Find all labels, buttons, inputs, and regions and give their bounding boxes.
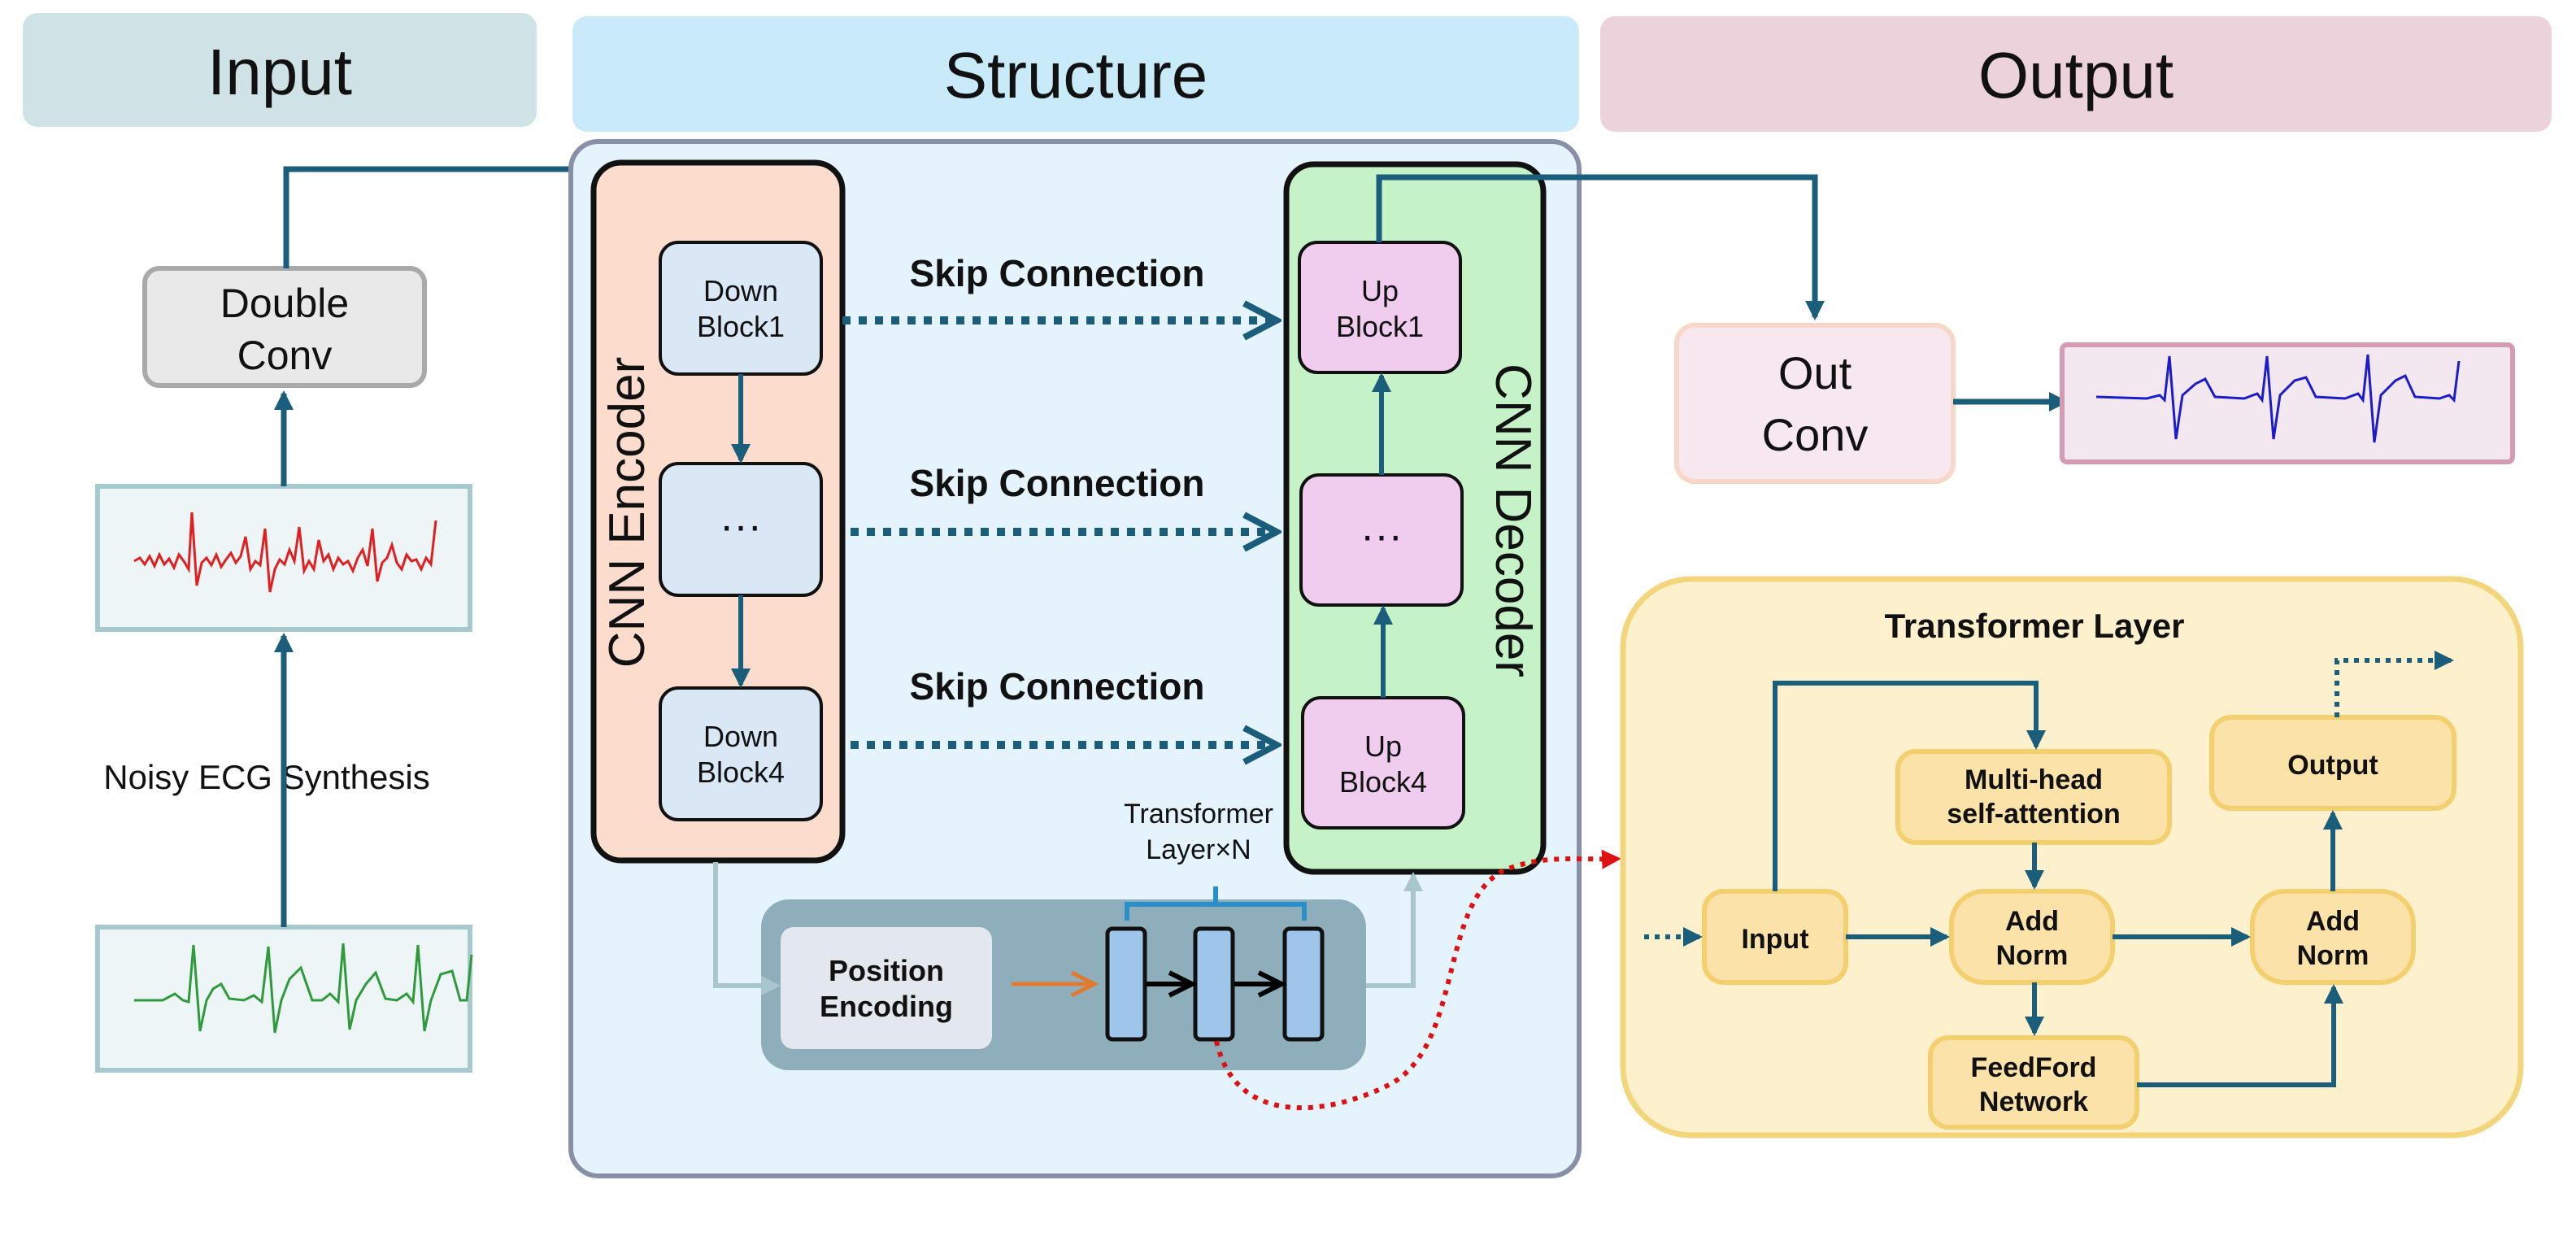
- out-conv-label-line2: Conv: [1762, 409, 1869, 460]
- down-block4: Down Block4: [659, 686, 823, 821]
- arrow-bottleneck-to-decoder: [1366, 872, 1423, 988]
- tl-feedforward-node: FeedFord Network: [1928, 1035, 2139, 1130]
- transformer-layer-2: [1193, 926, 1235, 1042]
- up-block4: Up Block4: [1301, 696, 1465, 830]
- skip-connection-2-label: Skip Connection: [910, 462, 1205, 504]
- down-block4-label-line2: Block4: [697, 755, 785, 789]
- tl-attention-label-line1: Multi-head: [1965, 764, 2103, 795]
- down-block1-label-line1: Down: [703, 274, 778, 307]
- header-input: Input: [23, 13, 537, 127]
- tl-add-norm-2-node: Add Norm: [2250, 889, 2416, 985]
- header-structure: Structure: [572, 16, 1579, 132]
- tl-add-norm-1-node: Add Norm: [1949, 889, 2115, 985]
- down-block4-label-line1: Down: [703, 720, 778, 753]
- skip-connection-1: Skip Connection: [842, 252, 1277, 320]
- output-ecg-signal: [2095, 354, 2461, 443]
- down-block1-label-line2: Block1: [697, 310, 785, 343]
- double-conv-box: Double Conv: [142, 266, 427, 388]
- cnn-encoder-label: CNN Encoder: [599, 357, 655, 668]
- tl-add-norm-1-label-line2: Norm: [1996, 940, 2069, 971]
- skip-connection-2: Skip Connection: [851, 462, 1277, 532]
- up-block1-label-line2: Block1: [1336, 310, 1424, 343]
- cnn-decoder-label: CNN Decoder: [1485, 364, 1541, 677]
- noisy-ecg-signal: [133, 512, 437, 593]
- tl-add-norm-2-label-line2: Norm: [2297, 940, 2369, 971]
- clean-ecg-signal: [134, 943, 473, 1034]
- transformer-layer-n-label-line2: Layer×N: [1146, 834, 1251, 865]
- position-encoding-label-line2: Encoding: [820, 990, 953, 1023]
- clean-ecg-panel: [95, 925, 473, 1073]
- tl-attention-label-line2: self-attention: [1947, 799, 2120, 830]
- skip-connection-3-label: Skip Connection: [910, 665, 1205, 708]
- transformer-layer-3: [1282, 926, 1325, 1042]
- cnn-encoder: CNN Encoder Down Block1 ··· Down Block4: [590, 159, 846, 864]
- tl-arrow-output-out: [2334, 651, 2454, 717]
- noisy-ecg-panel: [95, 484, 472, 632]
- tl-output-label: Output: [2287, 750, 2378, 781]
- double-conv-label-line1: Double: [220, 281, 349, 326]
- tl-attention-node: Multi-head self-attention: [1895, 749, 2172, 845]
- header-output: Output: [1600, 16, 2552, 132]
- tl-arrow-input-to-attention: [1773, 681, 2046, 891]
- transformer-layer-panel: Transformer Layer Input Multi-head self-…: [1620, 576, 2524, 1139]
- noisy-ecg-synthesis-label: Noisy ECG Synthesis: [103, 758, 429, 796]
- double-conv-label-line2: Conv: [237, 333, 333, 378]
- skip-connection-1-label: Skip Connection: [910, 252, 1205, 294]
- up-block1-label-line1: Up: [1361, 274, 1399, 307]
- down-block1: Down Block1: [659, 241, 823, 376]
- transformer-bracket: [1125, 886, 1307, 921]
- transformer-layer-1: [1105, 926, 1147, 1042]
- arrow-decoder-to-outconv: [1376, 174, 1825, 320]
- transformer-layer-n-label-line1: Transformer: [1124, 799, 1273, 830]
- down-block-mid-ellipsis: ···: [720, 503, 762, 550]
- skip-connection-3: Skip Connection: [851, 665, 1277, 745]
- up-block4-label-line2: Block4: [1339, 765, 1427, 799]
- tl-output-node: Output: [2209, 715, 2456, 811]
- arrow-encoder-to-bottleneck: [713, 862, 781, 995]
- down-block-mid: ···: [659, 462, 823, 597]
- up-block-mid: ···: [1299, 473, 1464, 607]
- tl-add-norm-2-label-line1: Add: [2306, 906, 2360, 937]
- bottleneck-block: Position Encoding: [761, 886, 1366, 1070]
- header-output-label: Output: [1978, 39, 2174, 111]
- output-ecg-panel: [2060, 342, 2515, 464]
- tl-feedforward-label-line2: Network: [1979, 1086, 2088, 1117]
- out-conv-box: Out Conv: [1674, 323, 1956, 484]
- up-block4-label-line1: Up: [1364, 729, 1402, 763]
- header-input-label: Input: [207, 36, 352, 108]
- red-dotted-connector: [1214, 849, 1621, 1111]
- up-block1: Up Block1: [1298, 241, 1462, 374]
- tl-arrow-ffn-to-addnorm2: [2137, 984, 2343, 1087]
- up-block-mid-ellipsis: ···: [1360, 512, 1403, 560]
- cnn-decoder: CNN Decoder Up Block1 ··· Up Block4: [1283, 161, 1547, 875]
- tl-input-label: Input: [1741, 924, 1808, 955]
- tl-add-norm-1-label-line1: Add: [2005, 906, 2059, 937]
- header-structure-label: Structure: [944, 39, 1208, 111]
- transformer-layer-title: Transformer Layer: [1885, 607, 2185, 645]
- out-conv-label-line1: Out: [1778, 347, 1852, 398]
- tl-feedforward-label-line1: FeedFord: [1971, 1052, 2097, 1083]
- tl-input-node: Input: [1702, 889, 1848, 985]
- position-encoding-label-line1: Position: [829, 954, 944, 987]
